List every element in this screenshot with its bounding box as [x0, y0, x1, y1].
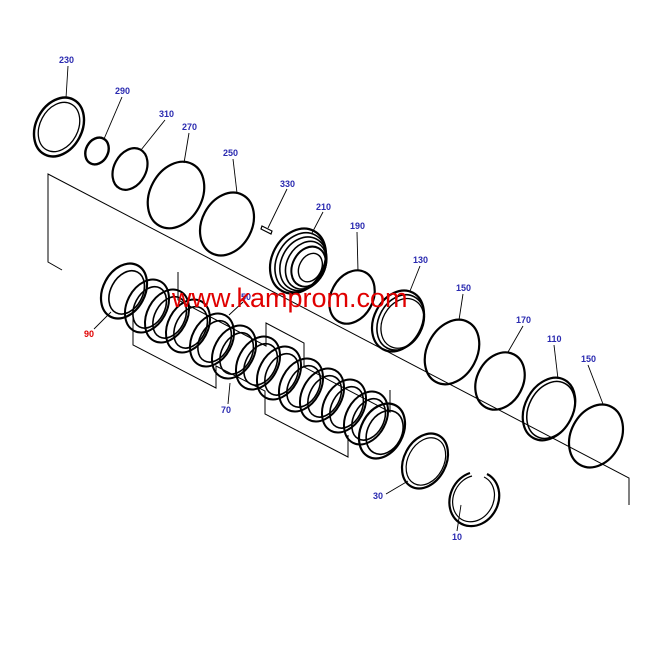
leader-lines	[65, 65, 604, 532]
part-190-ring	[328, 269, 376, 325]
label-310: 310	[159, 109, 174, 119]
label-10: 10	[452, 532, 462, 542]
part-150-ring	[423, 318, 481, 386]
label-50: 50	[241, 292, 251, 302]
part-330-pin	[260, 225, 273, 235]
part-290-ring	[84, 136, 110, 166]
part-130-ring	[370, 289, 426, 353]
plate-bracket-line	[132, 318, 349, 458]
part-170-ring	[474, 351, 526, 411]
label-130: 130	[413, 255, 428, 265]
part-10-snap-ring	[448, 471, 501, 528]
label-330: 330	[280, 179, 295, 189]
part-250-ring	[198, 191, 256, 257]
part-210-piston	[268, 227, 328, 295]
upper-bracket-line	[47, 173, 630, 505]
label-150-lower: 150	[581, 354, 596, 364]
label-110: 110	[547, 334, 562, 344]
label-210: 210	[316, 202, 331, 212]
label-70: 70	[221, 405, 231, 415]
clutch-plate-stack	[123, 278, 407, 460]
label-290: 290	[115, 86, 130, 96]
watermark: www.kamprom.com	[171, 283, 408, 313]
label-250: 250	[223, 148, 238, 158]
part-230-ring	[37, 101, 81, 153]
part-310-ring	[111, 147, 149, 191]
part-110-ring	[521, 376, 577, 442]
label-230: 230	[59, 55, 74, 65]
label-30: 30	[373, 491, 383, 501]
part-270-ring	[146, 160, 206, 230]
part-90-plate	[99, 262, 149, 320]
label-90: 90	[84, 329, 94, 339]
part-150-ring	[567, 403, 625, 469]
label-170: 170	[516, 315, 531, 325]
part-230-ring	[32, 96, 86, 158]
label-270: 270	[182, 122, 197, 132]
label-150-upper: 150	[456, 283, 471, 293]
part-30-ring	[400, 432, 450, 490]
label-190: 190	[350, 221, 365, 231]
